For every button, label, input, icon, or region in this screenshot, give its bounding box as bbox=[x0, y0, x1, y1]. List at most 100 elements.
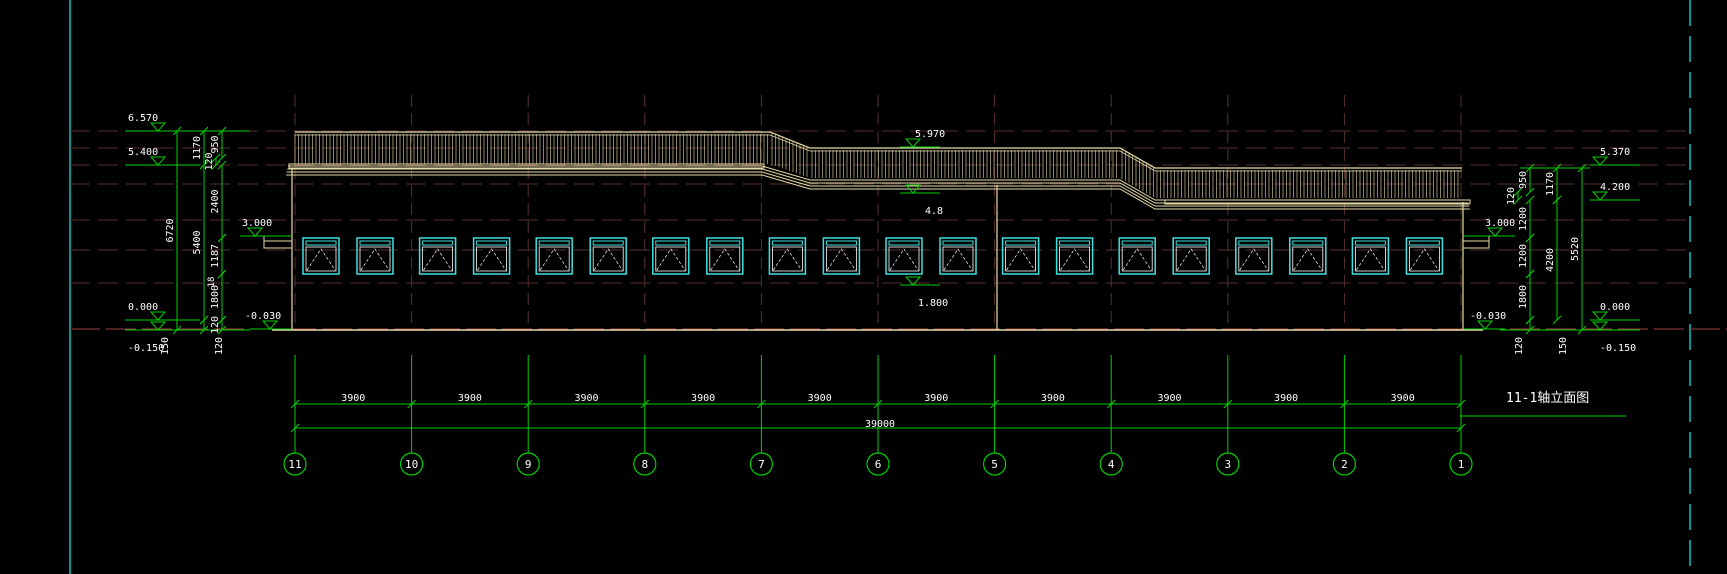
dim-tick bbox=[1525, 187, 1535, 197]
dim-tick bbox=[217, 325, 227, 335]
dim-tick bbox=[1552, 195, 1562, 205]
window bbox=[418, 237, 457, 275]
level-label: -0.030 bbox=[1470, 311, 1506, 322]
window-opening-mark bbox=[423, 248, 452, 271]
dim-tick bbox=[1525, 195, 1535, 205]
dim-tick bbox=[1525, 269, 1535, 279]
dim-left-950: 950 bbox=[210, 126, 227, 163]
dim-right-950: 950 bbox=[1518, 163, 1535, 197]
dim-tick bbox=[199, 160, 209, 170]
window-frame bbox=[822, 237, 861, 275]
level-triangle bbox=[1591, 311, 1609, 321]
window-transom bbox=[1175, 240, 1207, 246]
dim-label: 950 bbox=[1518, 171, 1529, 189]
window bbox=[1351, 237, 1390, 275]
window-sash bbox=[359, 246, 391, 272]
window bbox=[822, 237, 861, 275]
window bbox=[302, 237, 340, 275]
dim-tick bbox=[1552, 163, 1562, 173]
dim-tick bbox=[1525, 315, 1535, 325]
window-opening-mark bbox=[539, 248, 569, 271]
level-left-0000: 0.000 bbox=[125, 302, 200, 321]
dim-tick bbox=[757, 399, 766, 409]
window bbox=[1405, 237, 1444, 275]
window-row bbox=[302, 237, 1444, 275]
dim-tick bbox=[217, 233, 227, 243]
window-sash bbox=[1175, 246, 1207, 272]
axis-label: 5 bbox=[991, 458, 998, 471]
window-sash bbox=[709, 246, 741, 272]
axis-label: 2 bbox=[1341, 458, 1348, 471]
level-triangle bbox=[149, 321, 167, 331]
window-transom bbox=[1059, 240, 1091, 246]
window-sash bbox=[1292, 246, 1324, 272]
dim-tick bbox=[217, 153, 227, 163]
window-frame bbox=[1172, 237, 1210, 275]
dim-tick bbox=[1456, 423, 1466, 433]
window bbox=[1289, 237, 1327, 275]
window bbox=[652, 237, 690, 275]
axis-circle bbox=[633, 452, 657, 476]
axis-bubble-11: 11 bbox=[283, 448, 307, 476]
window-opening-mark bbox=[306, 248, 336, 271]
window bbox=[1055, 237, 1094, 275]
window-frame bbox=[768, 237, 807, 275]
window-frame bbox=[1405, 237, 1444, 275]
window-frame bbox=[356, 237, 394, 275]
window bbox=[1172, 237, 1210, 275]
dim-tick bbox=[199, 126, 209, 136]
dim-tick bbox=[211, 153, 221, 163]
window-frame bbox=[706, 237, 744, 275]
bay-dimension-label: 3900 bbox=[1041, 393, 1065, 404]
window-frame bbox=[589, 237, 627, 275]
dim-tick bbox=[1525, 325, 1535, 335]
window-sash bbox=[888, 246, 920, 272]
axis-bubble-4: 4 bbox=[1099, 448, 1123, 476]
dim-tick bbox=[1525, 163, 1535, 173]
axis-label: 7 bbox=[758, 458, 765, 471]
dim-tick bbox=[290, 399, 300, 409]
window-transom bbox=[305, 240, 337, 246]
window-transom bbox=[1408, 240, 1440, 246]
level-label: 0.000 bbox=[1600, 302, 1630, 313]
window-sash bbox=[1121, 246, 1153, 272]
dim-label: 6720 bbox=[165, 218, 176, 242]
window-transom bbox=[888, 240, 920, 246]
level-label: 3.000 bbox=[1485, 218, 1515, 229]
window bbox=[472, 237, 511, 275]
window-frame bbox=[1001, 237, 1040, 275]
dim-left-1170: 1170 bbox=[192, 126, 209, 170]
window-opening-mark bbox=[1239, 248, 1269, 271]
level-markers: 6.5705.4003.0000.000-0.150-0.0305.3704.2… bbox=[125, 113, 1640, 354]
level-triangle bbox=[904, 276, 922, 286]
window-transom bbox=[359, 240, 391, 246]
level-triangle bbox=[1591, 191, 1609, 201]
axis-circle bbox=[749, 452, 774, 476]
window-transom bbox=[942, 240, 974, 246]
level-center-48: 4.8 bbox=[900, 184, 943, 217]
eave-step-line bbox=[286, 171, 1470, 207]
dim-right-foot bbox=[1525, 315, 1535, 335]
window-transom bbox=[476, 240, 508, 246]
window-sash bbox=[1409, 246, 1440, 272]
level-triangle bbox=[1486, 227, 1504, 237]
axis-bubble-3: 3 bbox=[1216, 448, 1240, 476]
dim-tick bbox=[1513, 187, 1523, 197]
axis-label: 6 bbox=[875, 458, 882, 471]
dim-label: 1800 bbox=[1518, 285, 1529, 309]
level-triangle bbox=[1591, 156, 1609, 166]
window-sash bbox=[1059, 246, 1090, 272]
axis-bubble-5: 5 bbox=[982, 448, 1007, 476]
window-frame bbox=[652, 237, 690, 275]
window-frame bbox=[1118, 237, 1156, 275]
window-transom bbox=[1121, 240, 1153, 246]
window-transom bbox=[1005, 240, 1037, 246]
dim-tick bbox=[290, 423, 300, 433]
window bbox=[1118, 237, 1156, 275]
axis-circle bbox=[1332, 452, 1357, 476]
bay-dimension-label: 3900 bbox=[574, 393, 598, 404]
background-grid-lines bbox=[70, 95, 1727, 330]
window-sash bbox=[655, 246, 687, 272]
dim-tick bbox=[640, 399, 650, 409]
